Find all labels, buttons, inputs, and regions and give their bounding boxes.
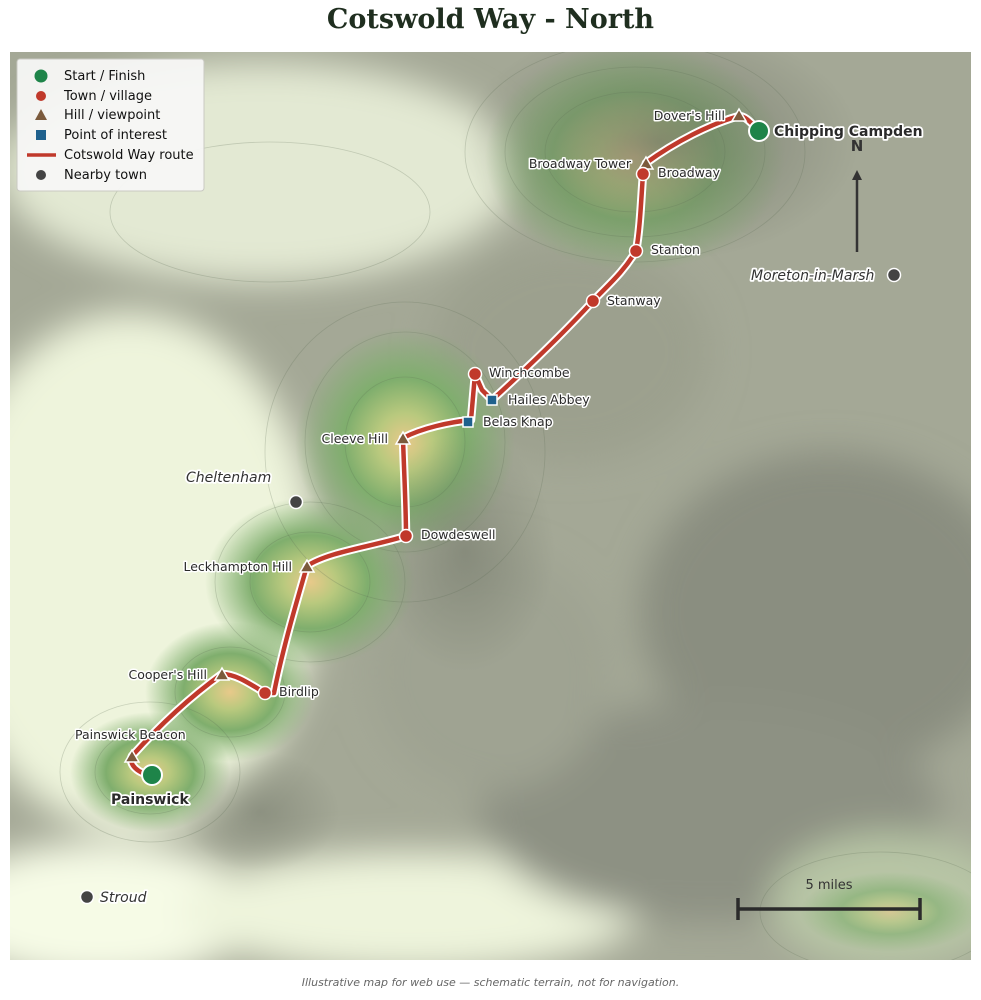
town-marker[interactable] [398,528,414,544]
legend-label: Nearby town [64,168,147,183]
waypoint-label: Cooper's Hill [128,667,207,682]
poi-marker[interactable] [462,416,474,428]
legend-label: Point of interest [64,128,167,143]
legend-label: Hill / viewpoint [64,108,160,123]
legend-town-icon [36,91,46,101]
town-marker[interactable] [585,293,601,309]
map-canvas[interactable]: Cheltenham Moreton-in-Marsh Stroud Chipp… [10,52,971,960]
legend-box [16,58,205,192]
nearby-town-label: Cheltenham [186,470,271,486]
map-title: Cotswold Way - North [326,4,655,35]
waypoint-label: Dowdeswell [421,527,496,542]
legend-hill-icon [35,109,47,120]
legend-start-icon [34,69,48,83]
town-marker[interactable] [635,166,651,182]
hill-marker[interactable] [298,558,316,573]
legend-poi-icon [36,130,46,140]
hill-marker[interactable] [394,430,412,445]
legend: Start / Finish Town / village Hill / vie… [16,58,205,192]
nearby-town-label: Stroud [100,890,147,906]
hill-marker[interactable] [730,107,748,122]
town-marker[interactable] [467,366,483,382]
north-arrow: N [851,137,864,252]
town-marker[interactable] [628,243,644,259]
north-arrow-head-icon [852,170,862,180]
waypoint-label: Painswick Beacon [75,727,186,742]
terrain [10,52,971,960]
hill-marker[interactable] [123,748,141,763]
legend-label: Town / village [63,89,152,104]
waypoint-label: Stanton [651,242,700,257]
waypoint-label: Cleeve Hill [322,431,388,446]
nearby-town-label: Moreton-in-Marsh [751,268,874,284]
legend-label: Start / Finish [64,69,145,84]
town-marker[interactable] [257,685,273,701]
waypoint-label: Chipping Campden [774,124,923,140]
waypoint-label: Painswick [111,792,189,808]
nearby-town-marker[interactable] [886,267,902,283]
waypoint-label: Belas Knap [483,414,553,429]
scale-bar: 5 miles [736,878,922,920]
waypoints-layer: Chipping Campden Dover's Hill Broadway T… [74,107,925,810]
start-finish-marker[interactable] [748,120,770,142]
waypoint-label: Leckhampton Hill [183,559,292,574]
legend-nearby-icon [36,170,46,180]
waypoint-label: Broadway [658,165,721,180]
start-finish-marker[interactable] [141,764,163,786]
hill-marker[interactable] [213,666,231,681]
waypoint-label: Stanway [607,293,661,308]
nearby-town-marker[interactable] [288,494,304,510]
waypoint-label: Birdlip [279,684,319,699]
north-label: N [851,137,864,155]
legend-label: Cotswold Way route [64,148,194,163]
waypoint-label: Dover's Hill [654,108,725,123]
waypoint-label: Broadway Tower [529,156,632,171]
nearby-towns-layer: Cheltenham Moreton-in-Marsh Stroud [79,266,902,908]
waypoint-label: Winchcombe [489,365,570,380]
poi-marker[interactable] [486,394,498,406]
map-disclaimer: Illustrative map for web use — schematic… [301,976,680,989]
nearby-town-marker[interactable] [79,889,95,905]
waypoint-label: Hailes Abbey [508,392,590,407]
scale-label: 5 miles [805,878,852,893]
